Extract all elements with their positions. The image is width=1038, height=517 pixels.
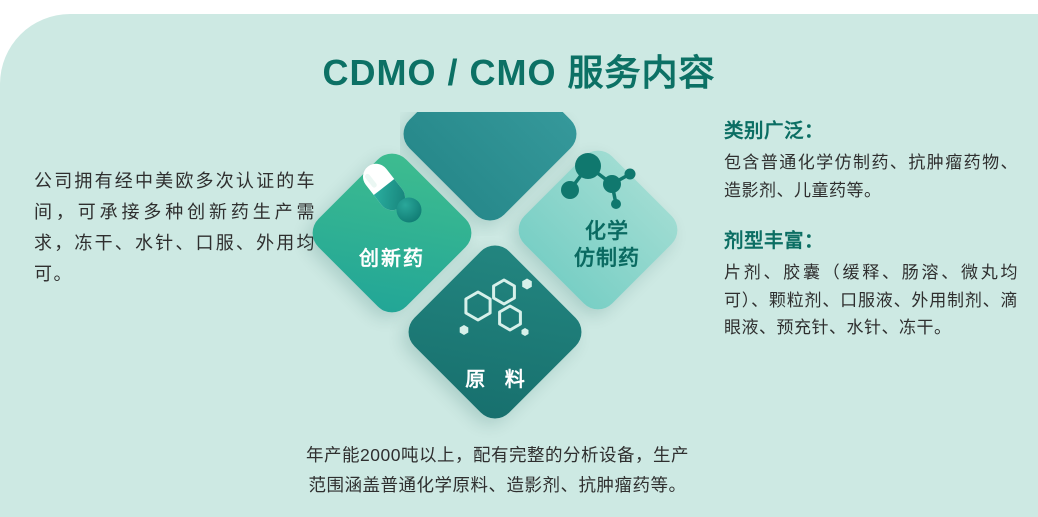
page-title: CDMO / CMO 服务内容 xyxy=(322,52,716,93)
bottom-note: 年产能2000吨以上，配有完整的分析设备，生产 范围涵盖普通化学原料、造影剂、抗… xyxy=(290,441,705,501)
molecule-icon xyxy=(561,153,636,209)
section-category-body: 包含普通化学仿制药、抗肿瘤药物、造影剂、儿童药等。 xyxy=(724,153,1018,200)
bottom-note-line1: 年产能2000吨以上，配有完整的分析设备，生产 xyxy=(306,445,689,465)
section-category-heading: 类别广泛： xyxy=(724,120,825,142)
section-dosage: 剂型丰富： 片剂、胶囊（缓释、肠溶、微丸均可）、颗粒剂、口服液、外用制剂、滴眼液… xyxy=(724,224,1018,342)
section-dosage-heading: 剂型丰富： xyxy=(724,230,825,253)
hexagons-icon xyxy=(459,278,532,336)
section-dosage-body: 片剂、胶囊（缓释、肠溶、微丸均可）、颗粒剂、口服液、外用制剂、滴眼液、预充针、水… xyxy=(724,263,1018,338)
label-innovative-drug: 创新药 xyxy=(359,248,425,270)
label-chemical-line1: 化学 xyxy=(585,220,629,243)
right-column: 类别广泛： 包含普通化学仿制药、抗肿瘤药物、造影剂、儿童药等。 剂型丰富： 片剂… xyxy=(724,114,1018,342)
capsule-icon xyxy=(362,163,422,223)
section-category: 类别广泛： 包含普通化学仿制药、抗肿瘤药物、造影剂、儿童药等。 xyxy=(724,114,1018,204)
label-chemical-generic: 化学 仿制药 xyxy=(527,218,687,273)
label-chemical-line2: 仿制药 xyxy=(574,247,640,271)
label-raw-material: 原 料 xyxy=(465,369,532,391)
left-description: 公司拥有经中美欧多次认证的车间，可承接多种创新药生产需求，冻干、水针、口服、外用… xyxy=(34,171,316,284)
bottom-note-line2: 范围涵盖普通化学原料、造影剂、抗肿瘤药等。 xyxy=(308,474,687,495)
